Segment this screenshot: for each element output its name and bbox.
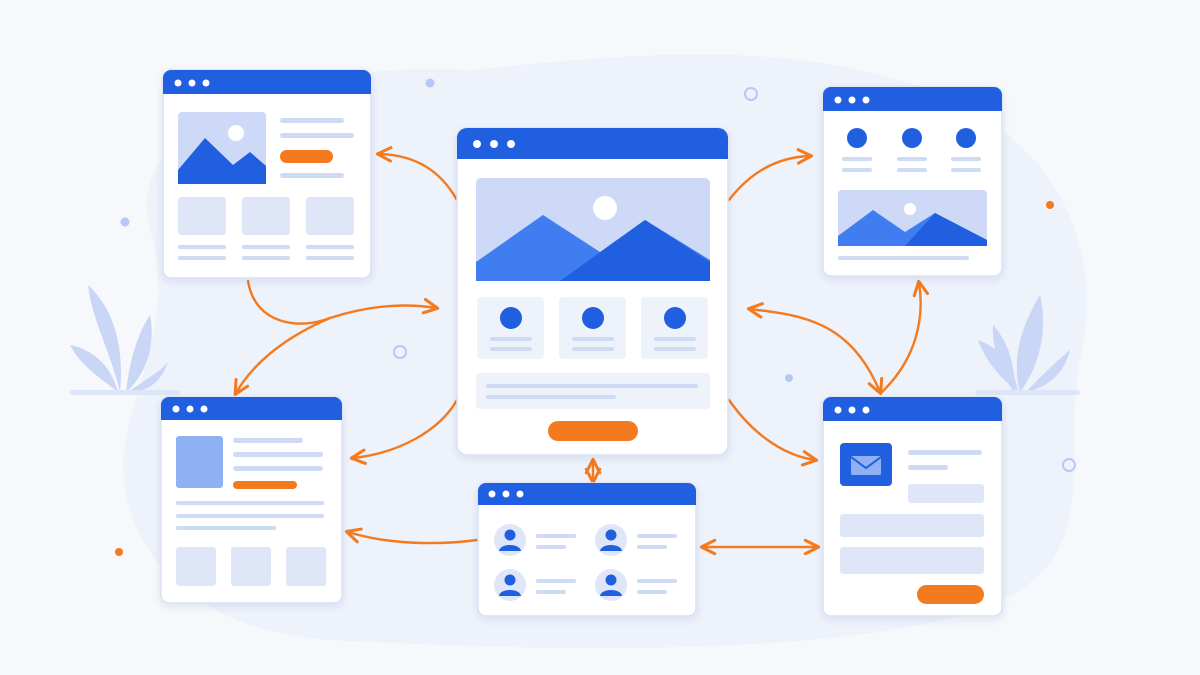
window-article-page <box>160 396 343 604</box>
user-avatar-icon <box>595 524 627 556</box>
user-avatar-icon <box>494 524 526 556</box>
window-team-grid-page <box>822 86 1003 277</box>
form-input-name[interactable] <box>840 514 984 537</box>
decor-dot <box>120 217 130 227</box>
arrow-hero-to-article <box>349 398 459 465</box>
window-contact-form-page <box>822 396 1003 617</box>
right-leaf-decoration <box>975 295 1080 395</box>
image-placeholder-icon <box>476 178 710 281</box>
form-input-short[interactable] <box>908 484 984 503</box>
window-users-list-page <box>477 482 697 617</box>
user-avatar-icon <box>494 569 526 601</box>
arrow-team-grid-contact <box>746 302 884 396</box>
decor-ring <box>1062 458 1076 472</box>
arrow-hero-to-contact <box>727 398 819 467</box>
decor-dot <box>425 78 435 88</box>
orange-cta-pill <box>280 150 333 163</box>
decor-dot <box>115 548 123 556</box>
left-leaf-decoration <box>70 285 180 395</box>
image-placeholder-icon <box>178 112 266 184</box>
user-avatar-icon <box>595 569 627 601</box>
arrow-product-to-article <box>233 316 332 396</box>
form-input-message[interactable] <box>840 547 984 574</box>
hero-cta-button[interactable] <box>548 421 638 441</box>
decor-dot <box>785 374 793 382</box>
decor-ring <box>393 345 407 359</box>
form-submit-button[interactable] <box>917 585 984 604</box>
mail-icon <box>840 443 892 486</box>
arrow-hero-to-product <box>375 146 459 202</box>
arrow-hero-to-team-grid <box>727 148 814 202</box>
connectors <box>233 146 930 556</box>
arrow-team-grid-contact-vertical <box>880 279 930 394</box>
orange-cta-pill <box>233 481 297 489</box>
arrow-users-to-article <box>344 527 479 545</box>
window-product-page <box>162 69 372 279</box>
decor-dot <box>1046 201 1054 209</box>
window-hero-page <box>456 127 729 456</box>
decor-ring <box>744 87 758 101</box>
image-placeholder-icon <box>838 190 987 246</box>
